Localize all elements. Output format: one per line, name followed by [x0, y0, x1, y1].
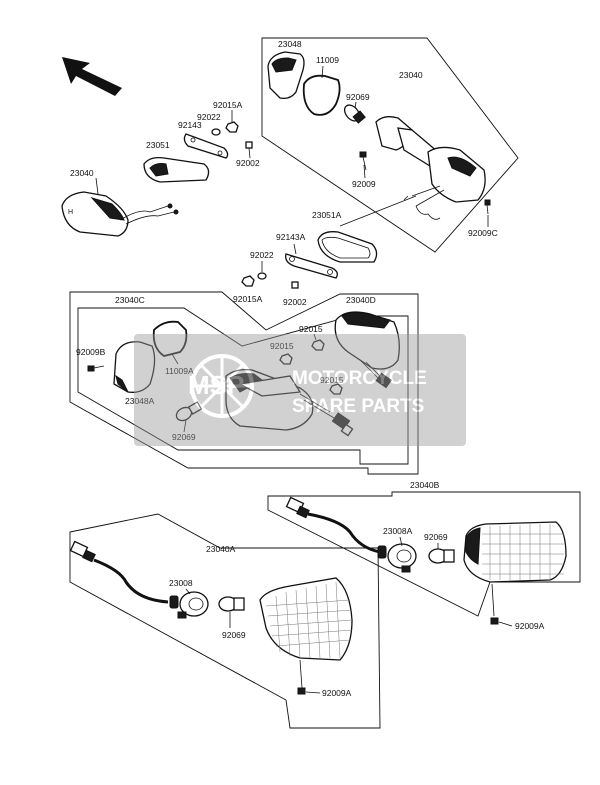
group-23040A: 23040A 23008 92069 92009A: [69, 513, 381, 729]
housing-23040-top: [375, 116, 486, 220]
label-23008A: 23008A: [383, 526, 413, 536]
screw-92009B: [87, 365, 105, 372]
label-92015-c: 92015: [320, 375, 344, 385]
label-92022-top: 92022: [197, 112, 221, 122]
plate-92143A: [285, 253, 338, 279]
screw-92009A-low: [297, 659, 306, 695]
label-23040B: 23040B: [410, 480, 440, 490]
nut-92015A-mid: [241, 275, 255, 287]
label-23040C: 23040C: [115, 295, 145, 305]
label-92015A-mid: 92015A: [233, 294, 263, 304]
group-23040-top: 23048 11009 23040 92069 92009 92009C: [261, 37, 519, 253]
label-23051A: 23051A: [312, 210, 342, 220]
lens-23040A: [259, 577, 353, 661]
label-23040D: 23040D: [346, 295, 376, 305]
label-92009B: 92009B: [76, 347, 106, 357]
screw-92009A-right: [490, 583, 499, 625]
label-92009: 92009: [352, 179, 376, 189]
label-92143A: 92143A: [276, 232, 306, 242]
label-92009A-low: 92009A: [322, 688, 352, 698]
bulb-92069-low: [218, 596, 245, 612]
label-92009C: 92009C: [468, 228, 498, 238]
bulb-92069-top: [343, 104, 366, 124]
label-92015-b: 92015: [270, 341, 294, 351]
label-92069-low: 92069: [222, 630, 246, 640]
bulb-92069-mid: [175, 401, 203, 422]
label-92009A-right: 92009A: [515, 621, 545, 631]
label-92069-mid: 92069: [172, 432, 196, 442]
washer-92022-mid: [257, 272, 267, 280]
gasket-11009: [302, 74, 341, 116]
label-92002-top: 92002: [236, 158, 260, 168]
plate-92143: [183, 133, 229, 159]
washer-92022-top: [211, 128, 221, 136]
socket-23008A: [377, 543, 417, 573]
housing-23040C-lower: [225, 368, 354, 437]
label-23051: 23051: [146, 140, 170, 150]
svg-text:H: H: [68, 209, 73, 216]
housing-23040D: [334, 311, 400, 389]
watermark-logo-icon: [190, 354, 254, 418]
screw-92009: [359, 151, 367, 171]
lens-23048: [267, 51, 305, 100]
bolt-92002-top: [245, 141, 253, 159]
label-23040A: 23040A: [206, 544, 236, 554]
label-11009A: 11009A: [165, 366, 194, 376]
label-92143: 92143: [178, 120, 202, 130]
lamp-23040-left: H: [61, 191, 179, 237]
nut-92015-a: [279, 353, 293, 365]
group-23051A: 23051A 92143A 92022 92015A 92002: [233, 195, 417, 307]
connector-23040A: [69, 540, 169, 604]
nut-92015-b: [311, 339, 325, 351]
lens-23040C: [113, 341, 156, 393]
label-92002-mid: 92002: [283, 297, 307, 307]
bracket-23051: [143, 156, 210, 183]
label-92015-a: 92015: [299, 324, 323, 334]
label-23040-left: 23040: [70, 168, 94, 178]
label-92015A-top: 92015A: [213, 100, 243, 110]
label-23048A: 23048A: [125, 396, 155, 406]
lens-23040B: [463, 521, 567, 583]
nut-92015-c: [329, 383, 343, 395]
label-23008: 23008: [169, 578, 193, 588]
connector-23040B: [285, 496, 381, 554]
watermark: MSP MOTORCYCLE SPARE PARTS: [134, 334, 466, 446]
label-23048: 23048: [278, 39, 302, 49]
watermark-logo-text: MSP: [188, 370, 244, 400]
watermark-line1: MOTORCYCLE: [292, 368, 427, 389]
label-92069-top: 92069: [346, 92, 370, 102]
watermark-line2: SPARE PARTS: [292, 396, 424, 417]
label-23040-top: 23040: [399, 70, 423, 80]
bolt-92002-mid: [291, 281, 299, 289]
group-23040-left: H 23040 23051 92143 92022 92015A 92002: [61, 100, 260, 237]
socket-23008: [169, 591, 209, 619]
bracket-23051A: [317, 231, 378, 263]
direction-arrow-icon: [62, 57, 122, 96]
label-11009: 11009: [316, 55, 339, 65]
group-23040B: 23040B 23008A 92069 92009A: [267, 480, 581, 631]
label-92069-right: 92069: [424, 532, 448, 542]
bulb-92069-right: [428, 548, 455, 564]
label-92022-mid: 92022: [250, 250, 274, 260]
nut-92015A-top: [225, 121, 239, 133]
group-23040C-23040D: 23040C 23040D 92015 92015 92015 92009B 1…: [69, 291, 419, 475]
gasket-11009A: [152, 320, 188, 357]
screw-92009C: [484, 199, 491, 215]
